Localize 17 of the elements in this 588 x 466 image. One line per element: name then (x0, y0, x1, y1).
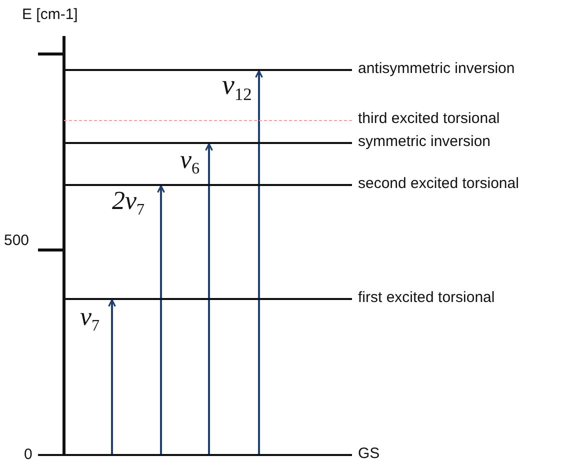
level-label: symmetric inversion (358, 133, 491, 151)
transition-arrow (205, 143, 213, 454)
axis-label: 0 (24, 446, 32, 464)
level-label: third excited torsional (358, 110, 500, 128)
level-label: second excited torsional (358, 175, 519, 193)
transition-arrow (255, 70, 263, 454)
axis-label: 500 (4, 232, 30, 250)
level-label: GS (358, 445, 380, 463)
edge-label: ν$_{12}$ (222, 72, 252, 104)
edge-label: 2ν$_{7}$ (112, 188, 145, 219)
transition-arrow (157, 185, 165, 454)
level-label: first excited torsional (358, 289, 495, 307)
transition-arrow (108, 299, 116, 454)
axis-label: E [cm-1] (22, 6, 78, 24)
level-label: antisymmetric inversion (358, 60, 515, 78)
edge-label: ν$_{6}$ (180, 147, 200, 178)
edge-label: ν$_{7}$ (80, 304, 100, 335)
